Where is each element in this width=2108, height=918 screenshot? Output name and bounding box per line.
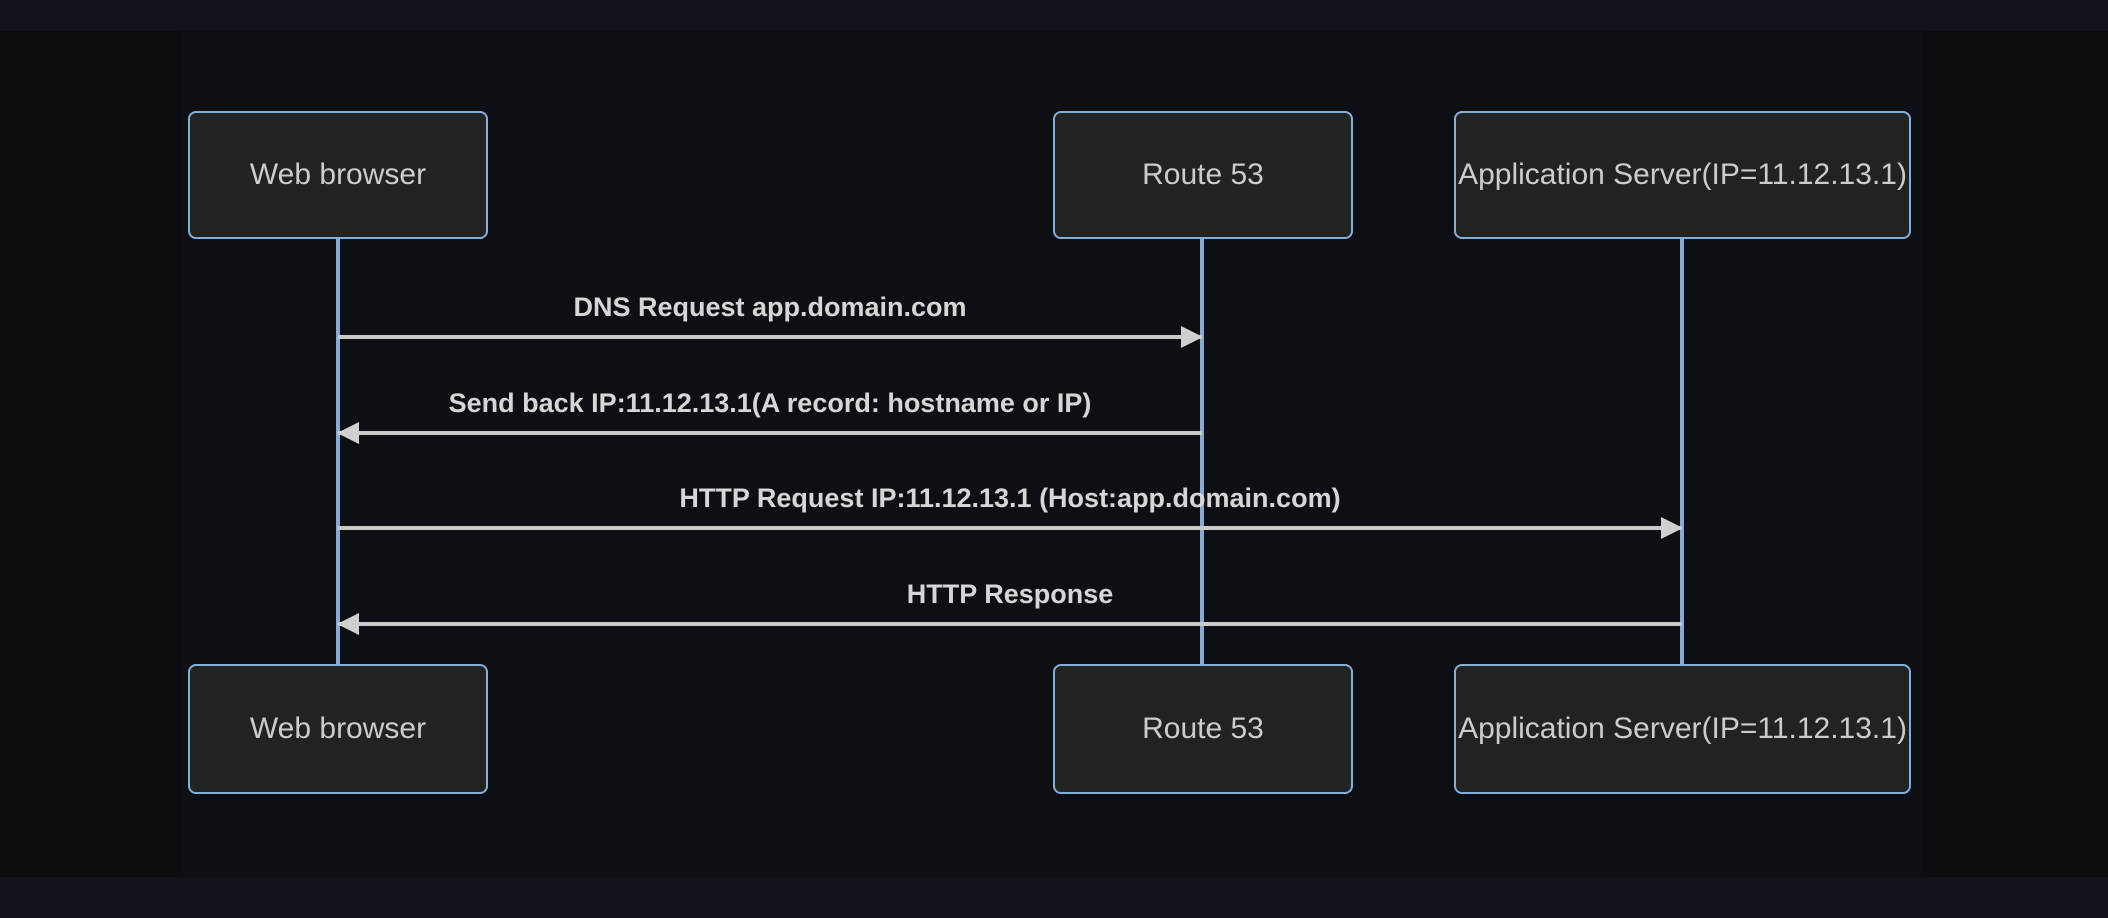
- actor-label: Application Server(IP=11.12.13.1): [1458, 158, 1907, 191]
- message-dns-request: DNS Request app.domain.com: [338, 269, 1203, 348]
- actor-box-app-server-top: Application Server(IP=11.12.13.1): [1454, 111, 1911, 239]
- actor-label: Route 53: [1142, 712, 1264, 745]
- actor-label: Web browser: [249, 158, 427, 191]
- message-http-request: HTTP Request IP:11.12.13.1 (Host:app.dom…: [338, 460, 1683, 539]
- arrowhead-right-icon: [1181, 326, 1203, 348]
- message-label: DNS Request app.domain.com: [573, 292, 967, 322]
- actor-box-web-browser-top: Web browser: [188, 111, 488, 239]
- message-line: [338, 526, 1682, 530]
- message-label: HTTP Response: [906, 579, 1114, 609]
- message-line: [338, 431, 1202, 435]
- actor-label: Route 53: [1142, 158, 1264, 191]
- message-line: [338, 622, 1682, 626]
- actor-box-app-server-bottom: Application Server(IP=11.12.13.1): [1454, 664, 1911, 794]
- arrowhead-left-icon: [337, 613, 359, 635]
- message-label: Send back IP:11.12.13.1(A record: hostna…: [448, 388, 1092, 418]
- actor-box-route-53-bottom: Route 53: [1053, 664, 1353, 794]
- page-margin-bottom: [0, 877, 2108, 918]
- page-margin-top: [0, 0, 2108, 31]
- message-http-response: HTTP Response: [337, 556, 1682, 635]
- lifeline-route-53: [1200, 237, 1204, 665]
- arrowhead-right-icon: [1661, 517, 1683, 539]
- arrowhead-left-icon: [337, 422, 359, 444]
- actor-box-route-53-top: Route 53: [1053, 111, 1353, 239]
- lifeline-web-browser: [336, 237, 340, 665]
- message-dns-response: Send back IP:11.12.13.1(A record: hostna…: [337, 365, 1202, 444]
- actor-label: Application Server(IP=11.12.13.1): [1458, 712, 1907, 745]
- message-label: HTTP Request IP:11.12.13.1 (Host:app.dom…: [679, 483, 1341, 513]
- message-line: [338, 335, 1202, 339]
- actor-box-web-browser-bottom: Web browser: [188, 664, 488, 794]
- page-margin-left: [0, 31, 182, 877]
- page-margin-right: [1922, 31, 2108, 877]
- lifeline-app-server: [1680, 237, 1684, 665]
- actor-label: Web browser: [249, 712, 427, 745]
